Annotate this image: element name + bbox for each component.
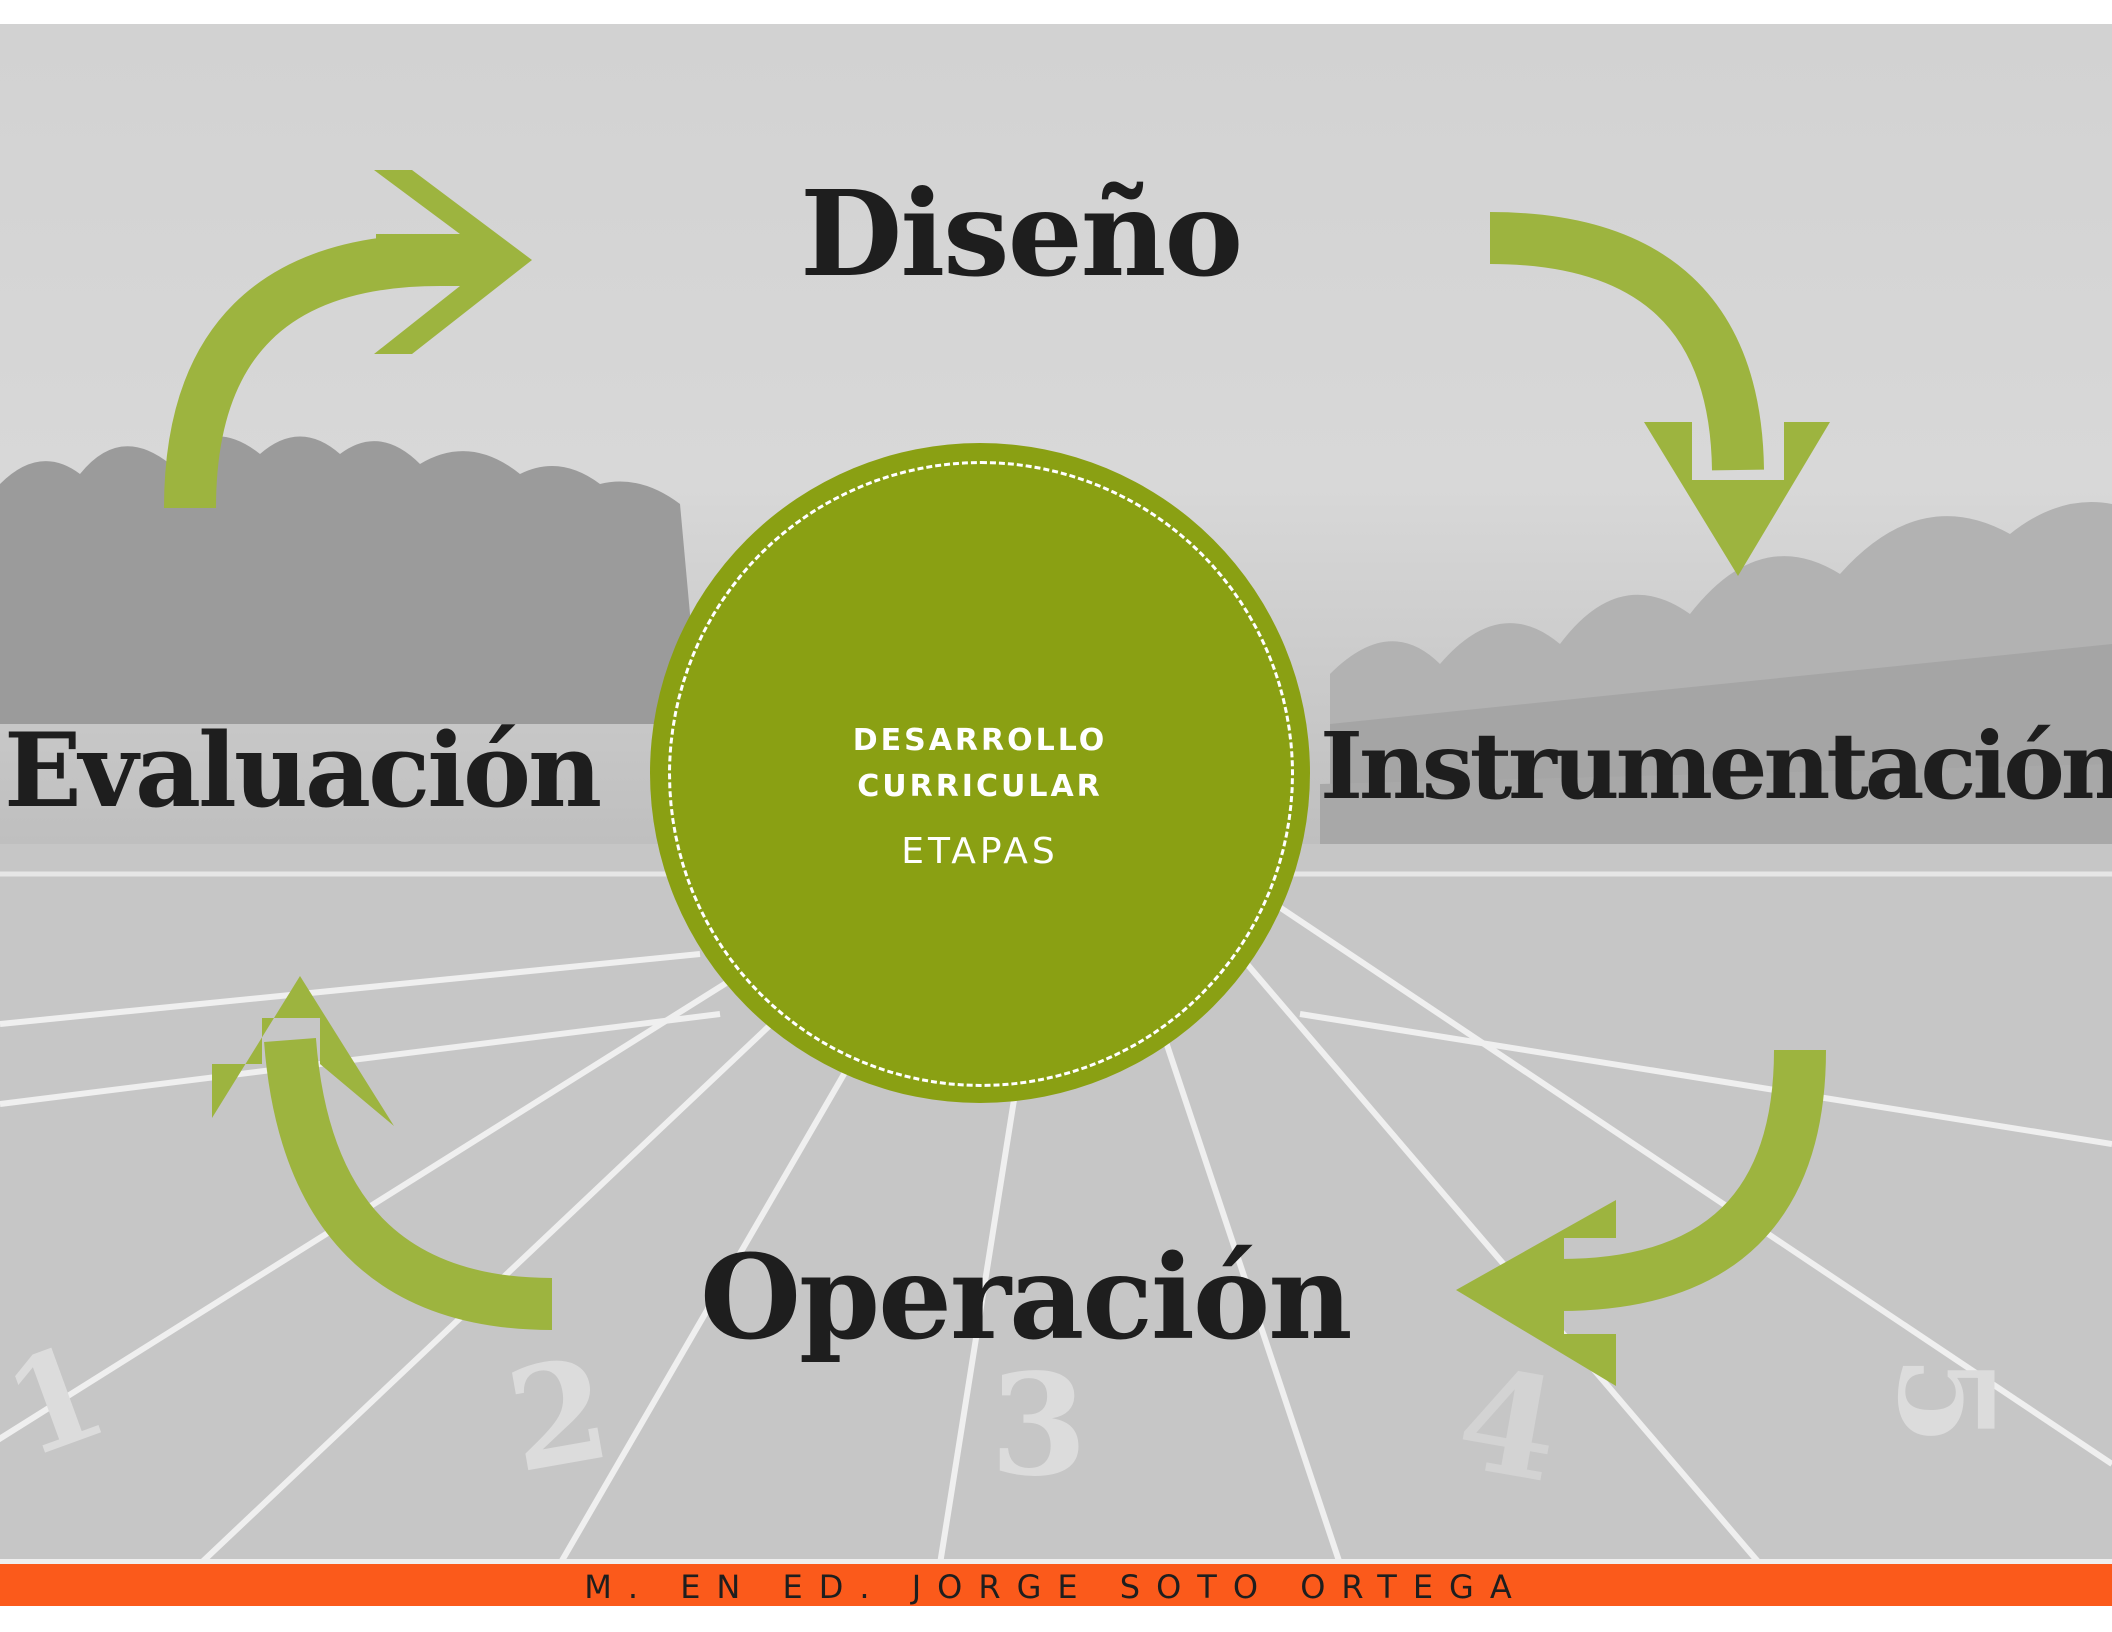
footer-author: M. EN ED. JORGE SOTO ORTEGA [584, 1568, 1528, 1606]
center-subtitle: ETAPAS [901, 831, 1059, 872]
center-circle: DESARROLLO CURRICULAR ETAPAS [650, 443, 1310, 1103]
arrow-operacion-to-evaluacion [264, 1038, 553, 1330]
lane-number: 3 [990, 1344, 1088, 1508]
arrowhead-icon [212, 976, 394, 1126]
arrowhead-icon [1644, 422, 1830, 576]
stage-operacion: Operación [700, 1230, 1353, 1366]
stage-diseno: Diseño [800, 164, 1243, 303]
center-dashed-ring [668, 461, 1294, 1087]
stage-instrumentacion: Instrumentación [1320, 712, 2112, 820]
arrowhead-icon [374, 170, 532, 354]
center-title: DESARROLLO CURRICULAR [852, 723, 1108, 804]
footer-bar: M. EN ED. JORGE SOTO ORTEGA [0, 1564, 2112, 1606]
arrow-diseno-to-instrumentacion [1489, 212, 1764, 471]
stage-evaluacion: Evaluación [4, 711, 602, 831]
arrowhead-icon [1456, 1200, 1616, 1386]
background-photo: 1 2 3 4 5 [0, 24, 2112, 1564]
arrow-evaluacion-to-diseno [164, 234, 441, 509]
arrow-instrumentacion-to-operacion [1559, 1049, 1826, 1311]
